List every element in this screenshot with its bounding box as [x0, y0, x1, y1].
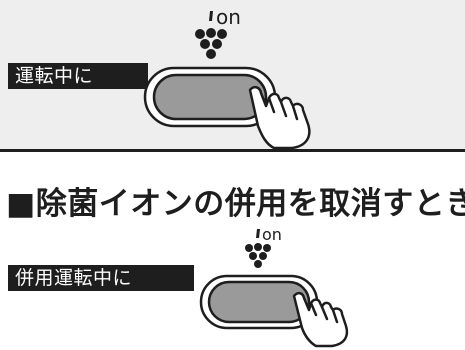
ion-button[interactable] — [152, 73, 268, 121]
ion-grape-icon: on — [240, 225, 298, 277]
ion-button-group — [142, 66, 332, 150]
ion-button[interactable] — [207, 280, 311, 324]
svg-text:on: on — [216, 5, 241, 29]
mode-label-combined-running: 併用運転中に — [8, 265, 194, 291]
svg-text:on: on — [262, 225, 282, 244]
ion-grape-icon: on — [188, 5, 258, 70]
section-heading: ■除菌イオンの併用を取消すとき — [6, 186, 465, 222]
mode-label-running: 運転中に — [8, 63, 148, 89]
section-divider — [0, 149, 465, 152]
ion-button-group — [198, 274, 368, 348]
pressing-hand-icon — [248, 85, 311, 150]
pressing-hand-icon — [292, 291, 349, 348]
